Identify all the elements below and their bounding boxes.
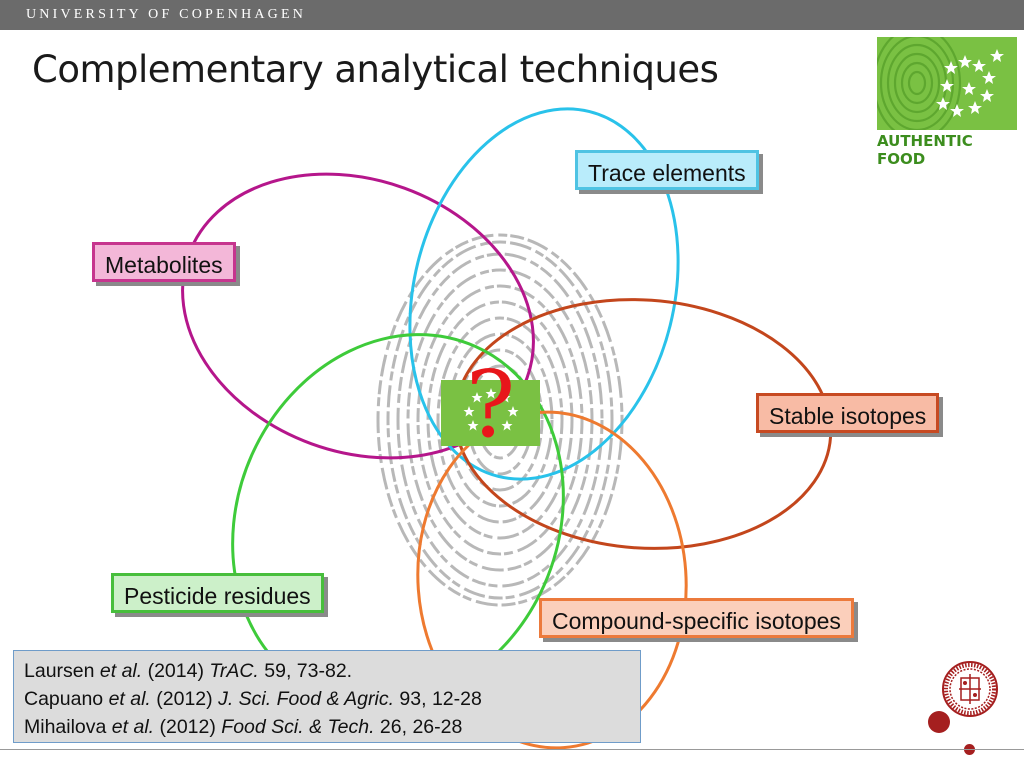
ref-journal: Food Sci. & Tech. — [221, 716, 375, 738]
logo-caption: AUTHENTIC FOOD — [877, 132, 973, 168]
ref-etal: et al. — [99, 660, 143, 682]
ref-author: Laursen — [24, 660, 95, 682]
compound-specific-isotopes-ellipse — [416, 410, 688, 750]
university-seal-icon — [941, 660, 999, 718]
reference-item: Laursen et al. (2014) TrAC. 59, 73-82. — [24, 657, 630, 685]
ref-author: Capuano — [24, 688, 104, 710]
ref-author: Mihailova — [24, 716, 107, 738]
ref-year: (2014) — [147, 660, 204, 682]
label-trace-elements: Trace elements — [575, 150, 759, 190]
references-box: Laursen et al. (2014) TrAC. 59, 73-82. C… — [13, 650, 641, 743]
authentic-food-logo: AUTHENTIC FOOD — [877, 37, 1017, 168]
university-name: UNIVERSITY OF COPENHAGEN — [26, 7, 307, 22]
ref-volume-pages: 59, 73-82. — [264, 660, 353, 682]
footer-divider — [0, 749, 1024, 750]
label-stable-isotopes: Stable isotopes — [756, 393, 940, 433]
ref-etal: et al. — [111, 716, 155, 738]
decorative-dot-large — [928, 711, 950, 733]
label-metabolites: Metabolites — [92, 242, 236, 282]
eu-organic-leaf-logo-icon — [441, 380, 540, 446]
ref-year: (2012) — [159, 716, 216, 738]
question-mark: ? — [465, 351, 516, 458]
header-bar: UNIVERSITY OF COPENHAGEN — [0, 0, 1024, 30]
ref-journal: TrAC. — [209, 660, 259, 682]
ref-year: (2012) — [156, 688, 213, 710]
ref-volume-pages: 93, 12-28 — [399, 688, 482, 710]
label-pesticide-residues: Pesticide residues — [111, 573, 324, 613]
label-compound-specific-isotopes: Compound-specific isotopes — [539, 598, 854, 638]
slide-title: Complementary analytical techniques — [32, 48, 719, 91]
ref-journal: J. Sci. Food & Agric. — [218, 688, 394, 710]
ref-etal: et al. — [108, 688, 151, 710]
reference-item: Capuano et al. (2012) J. Sci. Food & Agr… — [24, 685, 630, 713]
eu-organic-leaf-logo-icon — [877, 37, 1017, 130]
trace-elements-ellipse — [408, 107, 680, 481]
reference-item: Mihailova et al. (2012) Food Sci. & Tech… — [24, 713, 630, 741]
ref-volume-pages: 26, 26-28 — [379, 716, 463, 738]
